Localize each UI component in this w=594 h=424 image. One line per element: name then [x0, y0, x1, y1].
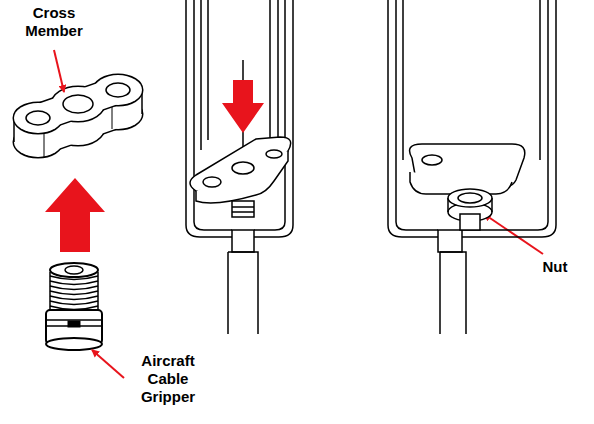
- leader-line: [54, 50, 543, 378]
- part-label: Aircraft Cable Gripper: [126, 352, 210, 406]
- thread-line: [50, 296, 98, 300]
- thread-line: [50, 286, 98, 290]
- cable-gripper: [46, 263, 102, 350]
- frame-right: [388, 0, 556, 334]
- assembly-arrow: [222, 80, 264, 133]
- part-label: Nut: [530, 258, 580, 276]
- cross-member: [14, 75, 142, 157]
- assembly-arrow: [45, 178, 105, 252]
- nut: [448, 189, 492, 230]
- cross-member-installed: [410, 144, 525, 194]
- thread-line: [50, 291, 98, 295]
- frame-middle: [186, 0, 293, 334]
- thread-line: [50, 301, 98, 305]
- part-label: Cross Member: [12, 4, 96, 40]
- thread-line: [50, 281, 98, 285]
- thread-line: [50, 306, 98, 310]
- cross-member-installed: [190, 137, 291, 217]
